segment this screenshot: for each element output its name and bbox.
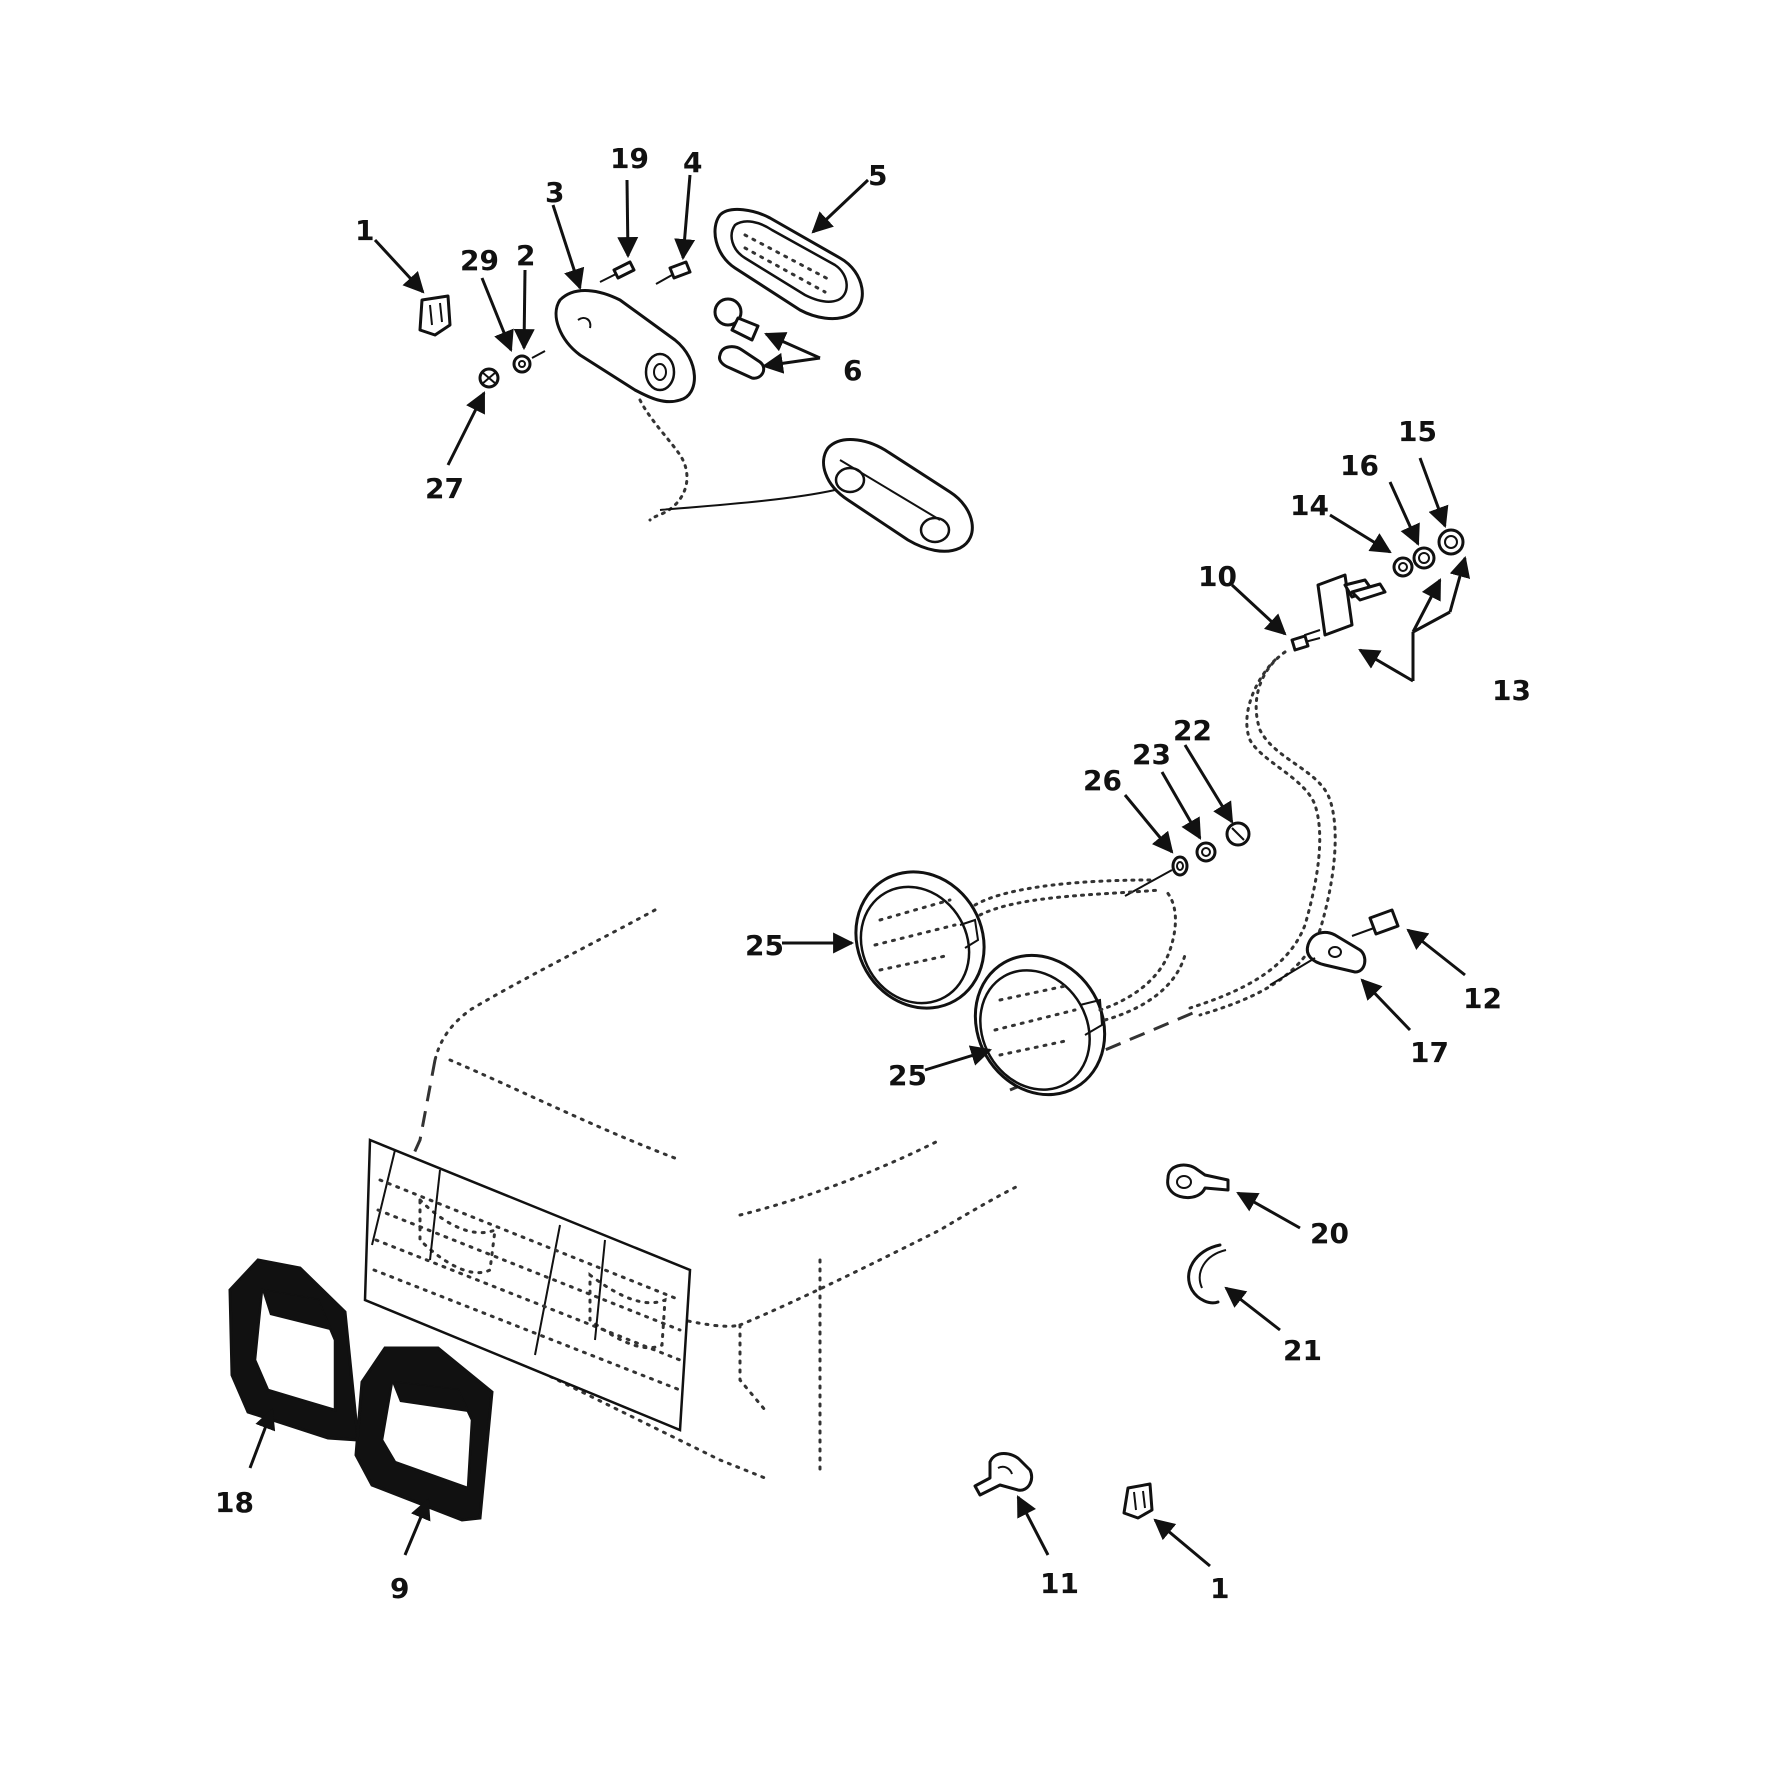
- nut-part-15: [1437, 528, 1465, 556]
- bezel-part-18: [228, 1258, 360, 1442]
- switch-wire-b: [1188, 658, 1322, 1010]
- callout-13: 13: [1492, 674, 1531, 707]
- hood-edge: [433, 908, 657, 1062]
- callout-9: 9: [390, 1572, 409, 1605]
- callout-11: 11: [1040, 1567, 1079, 1600]
- hood-crease-2: [738, 1138, 942, 1217]
- callout-25-upper: 25: [745, 929, 784, 962]
- bracket-line: [1269, 957, 1316, 986]
- nut-part-27: [478, 367, 500, 389]
- fog-lamp-part-25-upper: [854, 870, 986, 1010]
- callout-1-top: 1: [355, 214, 374, 247]
- bulb-part-6-a: [713, 297, 760, 342]
- callout-4: 4: [683, 146, 702, 179]
- washer-part-2: [512, 354, 532, 374]
- installed-lamp-assembly: [822, 438, 974, 553]
- washer-part-26: [1171, 855, 1189, 877]
- callout-3: 3: [545, 176, 564, 209]
- callout-14: 14: [1290, 489, 1329, 522]
- washer-part-16: [1412, 546, 1436, 570]
- hood-side: [373, 1059, 437, 1241]
- callout-1-bottom: 1: [1210, 1572, 1229, 1605]
- callout-19: 19: [610, 142, 649, 175]
- bulb-part-6-b: [718, 345, 766, 380]
- nut-part-22: [1225, 821, 1251, 847]
- cowl-line: [738, 1183, 1022, 1327]
- callout-27: 27: [425, 472, 464, 505]
- callout-29: 29: [460, 244, 499, 277]
- lamp-wire-2: [659, 489, 836, 511]
- callout-labels: 1 29 2 3 19 4 5 6 27 15 16 14 10 13 22 2…: [215, 142, 1531, 1605]
- clip-part-1-bottom: [1122, 1482, 1154, 1520]
- clamp-part-11: [973, 1452, 1034, 1497]
- grille: [363, 1138, 692, 1432]
- lamp-housing-part-3: [554, 289, 696, 404]
- stud-line: [531, 350, 546, 359]
- bezel-part-9: [354, 1346, 494, 1522]
- callout-21: 21: [1283, 1334, 1322, 1367]
- lockwasher-part-23: [1195, 841, 1217, 863]
- callout-25-lower: 25: [888, 1059, 927, 1092]
- clip-part-1-top: [418, 294, 452, 337]
- bolt-part-12: [1351, 908, 1400, 937]
- callout-6: 6: [843, 354, 862, 387]
- callout-5: 5: [868, 159, 887, 192]
- lamp-wire-1: [638, 398, 689, 522]
- bracket-part-17: [1305, 931, 1367, 974]
- leader-arrows: [248, 174, 1471, 1568]
- terminal-part-10: [1290, 634, 1310, 652]
- callout-12: 12: [1463, 982, 1502, 1015]
- fog-wire-2: [978, 888, 1162, 917]
- lens-bezel-part-5: [713, 207, 864, 321]
- fog-lamp-part-25-lower: [973, 953, 1107, 1097]
- callout-17: 17: [1410, 1036, 1449, 1069]
- fog-wire-3: [1098, 888, 1177, 1012]
- screw-part-4: [655, 260, 692, 285]
- vehicle-ghost-outline: [363, 908, 1201, 1482]
- hood-crease: [448, 1058, 682, 1162]
- clamp-part-20: [1166, 1163, 1230, 1199]
- toggle-switch-part-13: [1304, 573, 1387, 644]
- callout-2: 2: [516, 239, 535, 272]
- screw-part-19: [599, 260, 636, 283]
- callout-10: 10: [1198, 560, 1237, 593]
- fender-front: [738, 1323, 767, 1412]
- callout-18: 18: [215, 1486, 254, 1519]
- fog-wire-4: [1103, 953, 1187, 1022]
- washer-part-14: [1392, 556, 1414, 578]
- callout-20: 20: [1310, 1217, 1349, 1250]
- callout-23: 23: [1132, 738, 1171, 771]
- fog-wire-1: [973, 878, 1152, 907]
- callout-15: 15: [1398, 415, 1437, 448]
- ring-part-21: [1187, 1243, 1227, 1305]
- callout-22: 22: [1173, 714, 1212, 747]
- callout-16: 16: [1340, 449, 1379, 482]
- callout-26: 26: [1083, 764, 1122, 797]
